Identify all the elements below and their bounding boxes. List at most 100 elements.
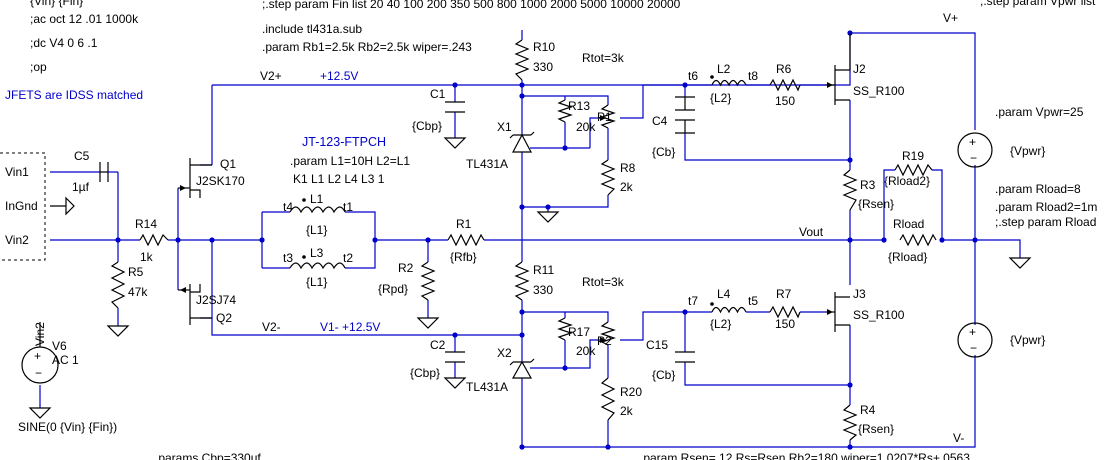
r19-value: {Rload2}: [884, 174, 930, 188]
r17-resistor[interactable]: [557, 317, 573, 341]
c2-capacitor[interactable]: [445, 351, 465, 363]
c2-name: C2: [430, 338, 446, 352]
q2-name: Q2: [216, 311, 232, 325]
l4-inductor[interactable]: [710, 302, 747, 314]
r2-ground-icon: [416, 317, 440, 329]
rload-name: Rload: [893, 217, 924, 231]
component-labels: C5 1µf R14 1k R5 47k Q1 J2SK170 J2SJ74 Q…: [52, 40, 1045, 436]
r7-resistor[interactable]: [769, 305, 801, 319]
directive-param-rload: .param Rload=8: [995, 182, 1081, 196]
directive-coupling: K1 L1 L2 L4 L3 1: [293, 172, 385, 186]
r2-value: {Rpd}: [378, 282, 408, 296]
r11-value: 330: [533, 283, 553, 297]
r2-resistor[interactable]: [420, 261, 436, 301]
r11-resistor[interactable]: [514, 261, 530, 301]
l1-t1: t1: [343, 200, 353, 214]
net-vin1: Vin1: [5, 165, 29, 179]
r19-name: R19: [902, 149, 924, 163]
directive-sine: SINE(0 {Vin} {Fin}): [18, 420, 117, 434]
net-vin2-v6: Vin2: [33, 322, 47, 346]
r11-name: R11: [533, 263, 554, 277]
junction-dots: [115, 30, 978, 450]
output-ground-icon: [1008, 257, 1032, 269]
v1-source[interactable]: + −: [957, 322, 993, 358]
r8-resistor[interactable]: [600, 159, 616, 196]
ingnd-flag-icon: [50, 196, 75, 216]
c5-capacitor[interactable]: [99, 162, 118, 182]
directive-param-cbp: .params Cbp=330uf: [155, 451, 261, 460]
q2-value: J2SJ74: [196, 293, 236, 307]
l2-t8: t8: [748, 69, 758, 83]
v6-minus: −: [35, 366, 42, 380]
r3-name: R3: [860, 178, 876, 192]
c4-name: C4: [652, 114, 668, 128]
x1-value: TL431A: [466, 157, 508, 171]
net-ingnd: InGnd: [5, 199, 38, 213]
net-v2plus: V2+: [260, 69, 282, 83]
l2-inductor[interactable]: [710, 75, 747, 87]
r1-value: {Rfb}: [450, 250, 477, 264]
c2-ground-icon: [443, 377, 467, 389]
r14-name: R14: [135, 217, 157, 231]
r13-resistor[interactable]: [557, 99, 573, 123]
r3-resistor[interactable]: [842, 169, 858, 211]
c1-capacitor[interactable]: [445, 101, 465, 113]
r2-name: R2: [398, 261, 414, 275]
jfet-note: JFETS are IDSS matched: [5, 88, 143, 102]
p2-potentiometer[interactable]: [600, 321, 616, 346]
rload-resistor[interactable]: [899, 233, 937, 247]
net-vout: Vout: [799, 225, 824, 239]
net-vin2: Vin2: [5, 233, 29, 247]
r5-resistor[interactable]: [110, 261, 126, 309]
r20-resistor[interactable]: [600, 377, 616, 421]
r19-resistor[interactable]: [894, 163, 933, 177]
l2-value: {L2}: [710, 91, 731, 105]
r10-resistor[interactable]: [514, 39, 530, 81]
l3-t3: t3: [283, 251, 293, 265]
directive-param-l: .param L1=10H L2=L1: [290, 154, 410, 168]
v1-minus: −: [970, 341, 977, 355]
j2-jfet[interactable]: [825, 33, 851, 105]
x2-tl431[interactable]: [509, 358, 535, 379]
r5-name: R5: [128, 265, 144, 279]
r20-value: 2k: [620, 404, 634, 418]
r14-resistor[interactable]: [139, 233, 169, 247]
r17-name: R17: [568, 325, 590, 339]
c5-name: C5: [74, 149, 90, 163]
r8-ground-icon: [536, 211, 560, 223]
c4-capacitor[interactable]: [675, 96, 695, 134]
r4-value: {Rsen}: [858, 422, 894, 436]
c15-name: C15: [646, 338, 668, 352]
r6-resistor[interactable]: [769, 78, 801, 92]
directive-step-vpwr: ;.step param Vpwr list: [980, 0, 1096, 8]
r10-value: 330: [533, 60, 553, 74]
r4-resistor[interactable]: [842, 404, 858, 441]
v2-plus: +: [969, 135, 976, 149]
x1-tl431[interactable]: [509, 131, 535, 153]
r1-resistor[interactable]: [447, 233, 485, 247]
v2-source[interactable]: + −: [957, 132, 993, 168]
r13-name: R13: [568, 99, 590, 113]
q2-jfet[interactable]: [178, 284, 212, 325]
p1-potentiometer[interactable]: [600, 104, 616, 129]
r10-name: R10: [533, 40, 555, 54]
l4-name: L4: [717, 287, 731, 301]
directives: {Vin} {Fin} ;ac oct 12 .01 1000k ;dc V4 …: [5, 0, 1097, 460]
net-vplus: V+: [943, 11, 958, 25]
v6-source[interactable]: + −: [21, 322, 59, 384]
v6-value: AC 1: [52, 353, 79, 367]
l3-inductor[interactable]: [289, 255, 346, 270]
c1-ground-icon: [443, 137, 467, 149]
l1-inductor[interactable]: [289, 198, 346, 214]
net-v2minus: V2-: [262, 320, 281, 334]
j3-jfet[interactable]: [825, 292, 850, 332]
c15-capacitor[interactable]: [675, 351, 695, 363]
q1-jfet[interactable]: [178, 158, 212, 198]
l1-t4: t4: [283, 200, 293, 214]
r5-value: 47k: [128, 285, 148, 299]
q1-value: J2SK170: [196, 174, 245, 188]
r17-value: 20k: [576, 344, 596, 358]
c5-value: 1µf: [72, 180, 90, 194]
net-v1minus: V1- +12.5V: [320, 320, 380, 334]
